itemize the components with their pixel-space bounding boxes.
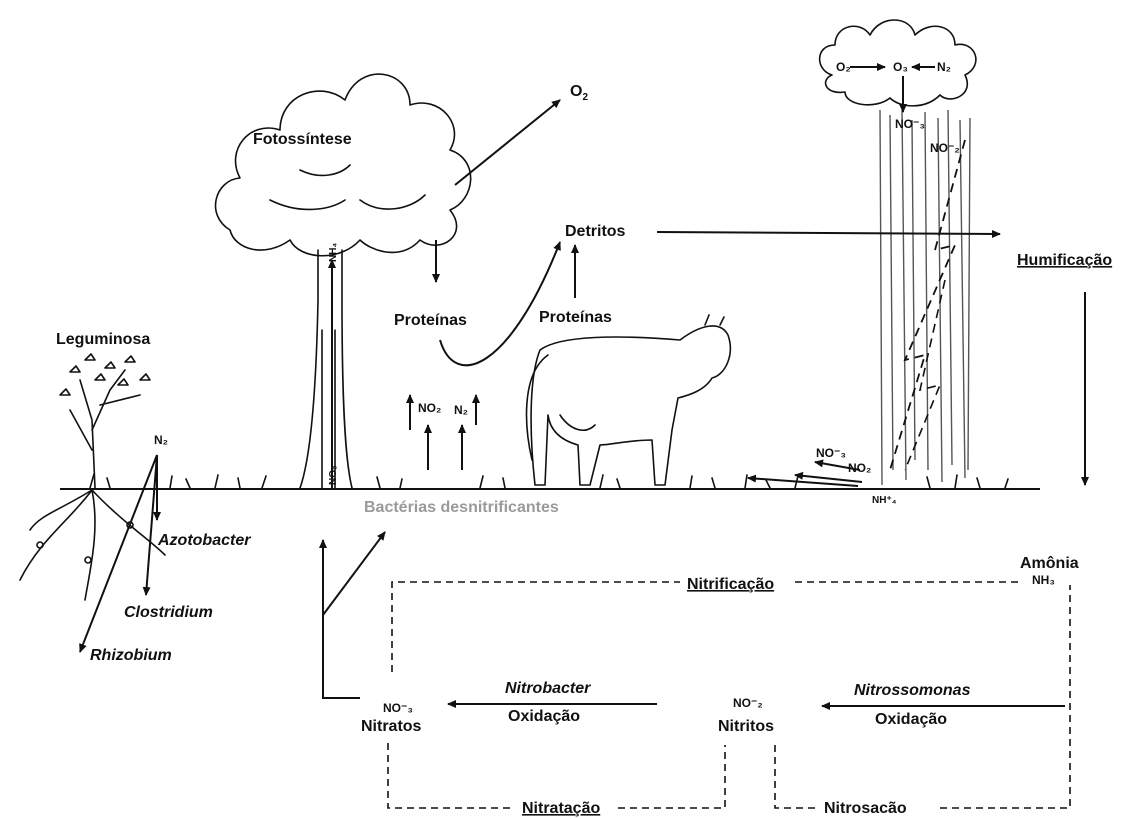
label-detritos: Detritos [565, 223, 626, 240]
arrow-proteinas-detritos [440, 242, 560, 365]
formula-rain-no2: NO⁻₂ [930, 141, 960, 155]
label-amonia: Amônia [1020, 555, 1079, 572]
arrow-detritos-humificacao [657, 232, 1000, 234]
formula-root-n2: N₂ [154, 433, 168, 447]
label-oxidacao-left: Oxidação [508, 708, 580, 725]
label-clostridium: Clostridium [124, 604, 213, 621]
label-nitrossomonas: Nitrossomonas [854, 682, 971, 699]
cow-illustration [527, 315, 731, 485]
ground-line [60, 474, 1040, 489]
label-azotobacter: Azotobacter [157, 532, 251, 549]
label-o2: O2 [570, 83, 588, 103]
label-oxidacao-right: Oxidação [875, 711, 947, 728]
label-bacterias-desnitrificantes: Bactérias desnitrificantes [364, 499, 559, 516]
label-proteinas-animal: Proteínas [539, 309, 612, 326]
label-nitritos-formula: NO⁻₂ [733, 696, 763, 710]
label-leguminosa: Leguminosa [56, 331, 150, 348]
formula-ground-no2: NO₂ [848, 461, 871, 475]
label-nitrificacao: Nitrificação [687, 576, 774, 593]
formula-ground-nh4: NH⁺₄ [872, 495, 897, 506]
rain-lines [880, 110, 970, 485]
label-nitrosacao: Nitrosacão [824, 800, 907, 817]
formula-cloud-o3: O₃ [893, 60, 908, 74]
label-fotossintese: Fotossíntese [253, 131, 352, 148]
label-nitrobacter: Nitrobacter [505, 680, 591, 697]
label-proteinas-plant: Proteínas [394, 312, 467, 329]
formula-ground-no3: NO⁻₃ [816, 446, 846, 460]
label-nitratos-formula: NO⁻₃ [383, 701, 413, 715]
formula-rain-no3: NO⁻₃ [895, 117, 925, 131]
label-nitritos: Nitritos [718, 718, 774, 735]
formula-cloud-o2: O₂ [836, 60, 851, 74]
formula-soil-no2: NO₂ [418, 401, 441, 415]
formula-soil-n2: N₂ [454, 403, 468, 417]
label-nitratos: Nitratos [361, 718, 422, 735]
label-humificacao: Humificação [1017, 252, 1112, 269]
arrow-n2-clostridium [146, 455, 157, 595]
arrow-bacterias [323, 532, 385, 615]
formula-trunk-no3: NO₃ [328, 465, 339, 485]
label-nitratacao: Nitratação [522, 800, 600, 817]
formula-cloud-n2: N₂ [937, 60, 951, 74]
arrow-nitratos-up [323, 540, 360, 698]
formula-trunk-nh4: NH₄ [328, 243, 339, 262]
label-amonia-formula: NH₃ [1032, 573, 1055, 587]
arrow-photosynthesis-o2 [455, 100, 560, 185]
label-rhizobium: Rhizobium [90, 647, 172, 664]
arrow-ground-left-2 [795, 475, 862, 482]
